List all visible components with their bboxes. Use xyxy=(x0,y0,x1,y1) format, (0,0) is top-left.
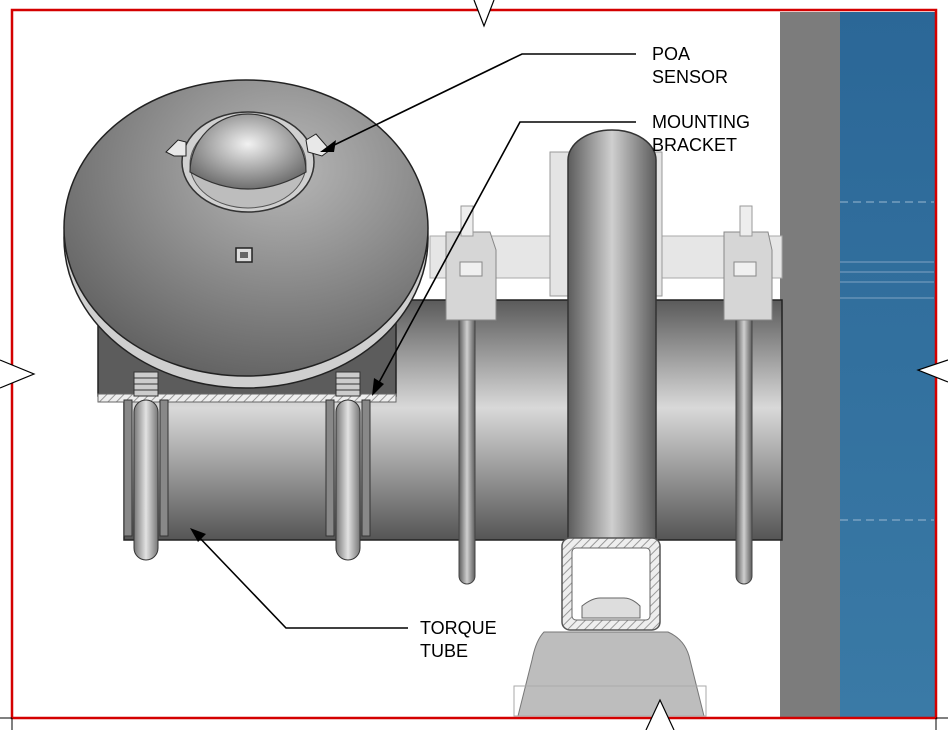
arrowhead xyxy=(372,378,384,396)
arrowhead xyxy=(190,528,206,542)
label-torque-tube-line2: TUBE xyxy=(420,641,468,661)
bearing-base xyxy=(513,685,707,717)
center-mark-top xyxy=(473,0,495,28)
arrowhead xyxy=(320,140,336,152)
center-mark-right xyxy=(916,359,948,383)
label-poa-sensor-line1: POA xyxy=(652,44,690,64)
u-bolt-leg xyxy=(123,399,133,537)
u-bolt-leg xyxy=(133,399,159,561)
level-bubble-left xyxy=(165,139,187,157)
sensor-disk xyxy=(63,79,429,377)
u-bolt-leg xyxy=(361,399,371,537)
module-frame xyxy=(780,12,840,718)
label-mounting-bracket-line2: BRACKET xyxy=(652,135,737,155)
bearing-housing xyxy=(517,631,705,717)
clamp-nut-right xyxy=(739,205,753,237)
u-bolt-leg xyxy=(325,399,335,537)
leader-torque-tube xyxy=(195,533,408,629)
leader-poa-sensor xyxy=(327,53,636,149)
connector-port-inner xyxy=(240,252,248,258)
bearing-insert xyxy=(581,597,641,619)
leader-mounting-bracket xyxy=(375,121,636,389)
module-glass xyxy=(838,12,936,718)
u-bolt-leg xyxy=(159,399,169,537)
clamp-nut-left xyxy=(459,261,483,277)
label-poa-sensor-line2: SENSOR xyxy=(652,67,728,87)
stud-left xyxy=(133,371,159,397)
u-bolt-leg xyxy=(735,287,753,585)
u-bolt-leg xyxy=(335,399,361,561)
bracket-plate-edge xyxy=(97,393,397,403)
center-mark-bottom xyxy=(645,698,675,730)
stud-right xyxy=(335,371,361,397)
sensor-dome xyxy=(189,113,307,190)
u-bolt-leg xyxy=(458,287,476,585)
clamp-nut-right xyxy=(733,261,757,277)
post xyxy=(567,129,657,541)
label-mounting-bracket-line1: MOUNTING xyxy=(652,112,750,132)
label-torque-tube-line1: TORQUE xyxy=(420,618,497,638)
center-mark-left xyxy=(0,359,36,389)
